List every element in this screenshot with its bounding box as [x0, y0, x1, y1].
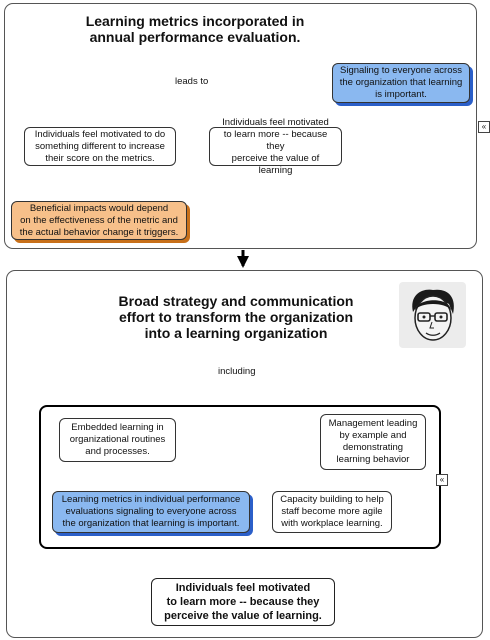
management-node[interactable]: Management leading by example and demons…	[320, 414, 426, 470]
avatar-icon	[399, 282, 466, 348]
embedded-learning-node[interactable]: Embedded learning in organizational rout…	[59, 418, 176, 462]
bottom-title: Broad strategy and communication effort …	[118, 293, 354, 341]
leads-to-label: leads to	[173, 76, 211, 87]
signaling-node[interactable]: Signaling to everyone across the organiz…	[332, 63, 470, 103]
motivated-metrics-node[interactable]: Individuals feel motivated to do somethi…	[24, 127, 176, 166]
capacity-node[interactable]: Capacity building to help staff become m…	[272, 491, 392, 533]
collapse-bottom-icon[interactable]: «	[436, 474, 448, 486]
metrics-node[interactable]: Learning metrics in individual performan…	[52, 491, 250, 533]
including-label: including	[216, 366, 258, 377]
collapse-top-icon[interactable]: «	[478, 121, 490, 133]
result-node[interactable]: Individuals feel motivated to learn more…	[151, 578, 335, 626]
top-title: Learning metrics incorporated in annual …	[85, 13, 305, 45]
motivated-value-node[interactable]: Individuals feel motivated to learn more…	[209, 117, 342, 176]
impacts-node[interactable]: Beneficial impacts would depend on the e…	[11, 201, 187, 240]
